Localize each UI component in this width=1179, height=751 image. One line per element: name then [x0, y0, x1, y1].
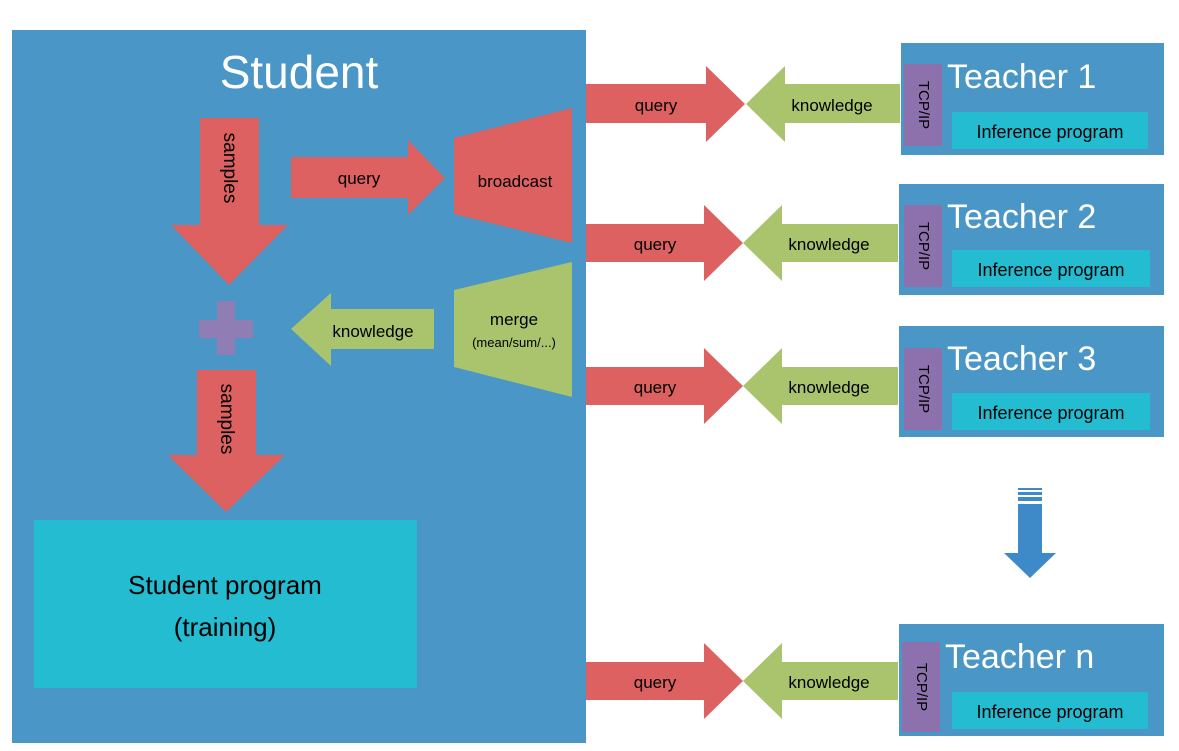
inference-program-label: Inference program: [976, 702, 1123, 722]
broadcast-block: broadcast: [454, 108, 572, 243]
student-title: Student: [220, 46, 379, 98]
teacher-2: TCP/IP Teacher 2 Inference program: [899, 184, 1164, 295]
student-program-background: [34, 520, 417, 688]
tcp-ip-badge: [902, 642, 940, 732]
knowledge-arrow-internal: knowledge: [291, 293, 434, 366]
knowledge-arrow: [746, 66, 900, 142]
down-arrow-icon: [1004, 488, 1056, 578]
tcp-ip-label: TCP/IP: [913, 663, 930, 711]
knowledge-arrow: [743, 643, 898, 719]
samples-arrow-top: samples: [171, 118, 288, 285]
merge-block: merge (mean/sum/...): [454, 262, 572, 397]
query-arrow: [586, 66, 745, 142]
inference-program-label: Inference program: [977, 403, 1124, 423]
tcp-ip-badge: [904, 205, 942, 287]
merge-shape: [454, 262, 572, 397]
inference-program-label: Inference program: [976, 122, 1123, 142]
tcp-ip-badge: [904, 348, 942, 430]
teacher-n: TCP/IP Teacher n Inference program: [899, 624, 1164, 736]
channel-2: query knowledge: [586, 205, 898, 281]
student-panel: Student samples samples query broadcast: [12, 30, 586, 743]
channel-3: query knowledge: [586, 348, 898, 424]
teacher-1: TCP/IP Teacher 1 Inference program: [901, 43, 1164, 155]
query-arrow-label: query: [635, 96, 678, 115]
teacher-3: TCP/IP Teacher 3 Inference program: [899, 326, 1164, 437]
teacher-title: Teacher 1: [947, 58, 1096, 96]
tcp-ip-label: TCP/IP: [915, 81, 932, 129]
channel-1: query knowledge: [586, 66, 900, 142]
inference-program-box: [952, 393, 1150, 430]
student-program-line2: (training): [174, 612, 277, 642]
knowledge-arrow-label: knowledge: [788, 673, 869, 692]
inference-program-label: Inference program: [977, 260, 1124, 280]
query-arrow: [586, 643, 743, 719]
samples-arrow-bottom-label: samples: [216, 384, 237, 455]
query-arrow: [586, 205, 743, 281]
query-arrow-internal-shape: [291, 140, 445, 215]
merge-sub-label: (mean/sum/...): [472, 335, 556, 350]
inference-program-box: [952, 112, 1148, 149]
merge-label: merge: [490, 310, 538, 329]
samples-arrow-top-label: samples: [219, 133, 240, 204]
inference-program-box: [952, 250, 1150, 287]
broadcast-label: broadcast: [478, 172, 553, 191]
plus-icon: [199, 301, 253, 355]
samples-arrow-bottom: samples: [168, 370, 285, 512]
samples-arrow-bottom-shape: [168, 370, 285, 512]
knowledge-arrow-label: knowledge: [788, 235, 869, 254]
broadcast-shape: [454, 108, 572, 243]
query-arrow-internal-label: query: [338, 169, 381, 188]
query-arrow-label: query: [634, 378, 677, 397]
tcp-ip-label: TCP/IP: [915, 222, 932, 270]
query-arrow-label: query: [634, 235, 677, 254]
query-arrow-internal: query: [291, 140, 445, 215]
channel-n: query knowledge: [586, 643, 898, 719]
teacher-title: Teacher 2: [947, 198, 1096, 236]
knowledge-arrow-internal-shape: [291, 293, 434, 366]
tcp-ip-badge: [904, 64, 942, 146]
inference-program-box: [952, 692, 1148, 729]
tcp-ip-label: TCP/IP: [915, 365, 932, 413]
knowledge-arrow-internal-label: knowledge: [332, 322, 413, 341]
knowledge-arrow: [743, 348, 898, 424]
teacher-title: Teacher 3: [947, 340, 1096, 378]
teacher-title: Teacher n: [945, 638, 1094, 676]
query-arrow-label: query: [634, 673, 677, 692]
knowledge-arrow: [743, 205, 898, 281]
knowledge-arrow-label: knowledge: [788, 378, 869, 397]
knowledge-arrow-label: knowledge: [791, 96, 872, 115]
student-program-box: Student program (training): [34, 520, 417, 688]
query-arrow: [586, 348, 743, 424]
samples-arrow-top-shape: [171, 118, 288, 285]
student-program-line1: Student program: [128, 570, 322, 600]
